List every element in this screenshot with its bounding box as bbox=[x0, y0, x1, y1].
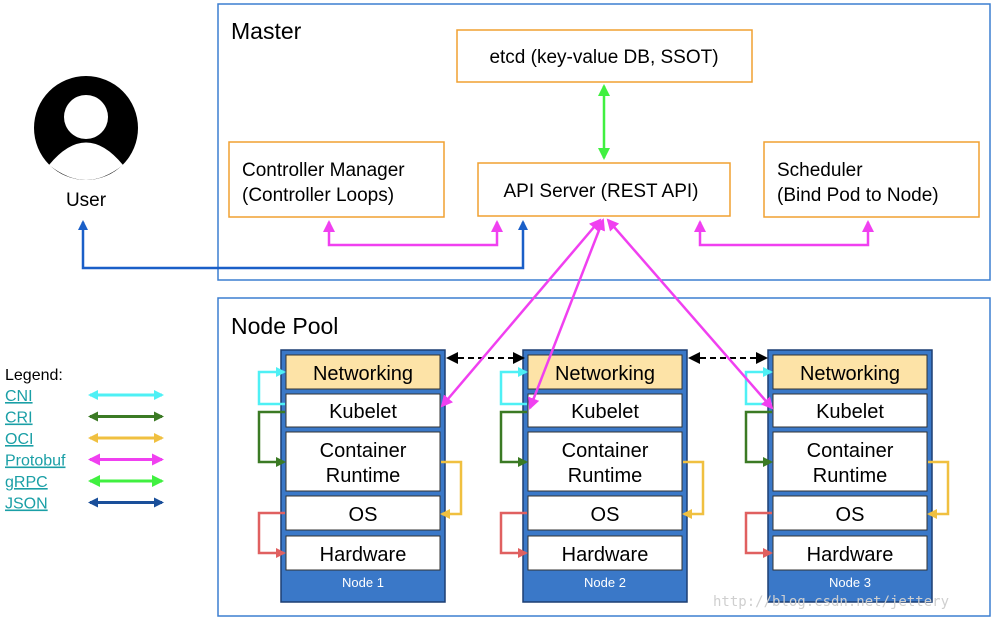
oci-arrow bbox=[440, 460, 463, 519]
hardware-box bbox=[285, 535, 441, 571]
scheduler-box: Scheduler (Bind Pod to Node) bbox=[763, 141, 980, 218]
container-runtime-sublabel: Runtime bbox=[813, 465, 887, 487]
watermark: http://blog.csdn.net/jettery bbox=[713, 594, 949, 610]
networking-box bbox=[285, 354, 441, 390]
kubelet-box bbox=[285, 393, 441, 428]
master-panel: Master etcd (key-value DB, SSOT) Control… bbox=[217, 3, 991, 281]
legend-item-protobuf[interactable]: Protobuf bbox=[5, 453, 66, 470]
legend-item-cni[interactable]: CNI bbox=[5, 388, 33, 405]
cni-arrow bbox=[257, 367, 286, 406]
kubelet-box bbox=[772, 393, 928, 428]
etcd-label: etcd (key-value DB, SSOT) bbox=[489, 47, 718, 68]
legend-item-grpc[interactable]: gRPC bbox=[5, 474, 48, 491]
oci-arrow bbox=[927, 460, 950, 519]
kubelet-label: Kubelet bbox=[571, 401, 639, 423]
cri-arrow bbox=[257, 410, 286, 467]
container-runtime-box bbox=[772, 431, 928, 492]
api-server-box: API Server (REST API) bbox=[477, 162, 731, 217]
api-kubelet3-arrow bbox=[606, 218, 774, 410]
hardware-label: Hardware bbox=[320, 544, 407, 566]
networking-label: Networking bbox=[800, 363, 900, 385]
os-label: OS bbox=[349, 504, 378, 526]
kubelet-label: Kubelet bbox=[329, 401, 397, 423]
controller-manager-sublabel: (Controller Loops) bbox=[242, 185, 394, 206]
controller-manager-box: Controller Manager (Controller Loops) bbox=[228, 141, 445, 218]
cri-arrow bbox=[744, 410, 773, 467]
api-kubelet2-arrow bbox=[528, 218, 605, 410]
hardware-box bbox=[527, 535, 683, 571]
container-runtime-label: Container bbox=[807, 440, 894, 462]
container-runtime-box bbox=[527, 431, 683, 492]
networking-label: Networking bbox=[555, 363, 655, 385]
networking-box bbox=[772, 354, 928, 390]
legend-item-json[interactable]: JSON bbox=[5, 496, 48, 513]
hardware-label: Hardware bbox=[562, 544, 649, 566]
os-hardware-arrow bbox=[257, 511, 286, 558]
os-label: OS bbox=[591, 504, 620, 526]
legend-title: Legend: bbox=[5, 367, 63, 384]
container-runtime-sublabel: Runtime bbox=[568, 465, 642, 487]
container-runtime-label: Container bbox=[320, 440, 407, 462]
os-box bbox=[772, 495, 928, 531]
cri-arrow bbox=[499, 410, 528, 467]
os-label: OS bbox=[836, 504, 865, 526]
node-name-label: Node 2 bbox=[584, 575, 626, 590]
legend-item-cri[interactable]: CRI bbox=[5, 410, 33, 427]
kubelet-label: Kubelet bbox=[816, 401, 884, 423]
node-name-label: Node 3 bbox=[829, 575, 871, 590]
legend-item-oci[interactable]: OCI bbox=[5, 431, 33, 448]
scheduler-label: Scheduler bbox=[777, 160, 863, 181]
legend: Legend: CNI CRI OCI Protobuf gRPC JSON bbox=[5, 367, 164, 513]
master-title: Master bbox=[231, 18, 302, 44]
etcd-box: etcd (key-value DB, SSOT) bbox=[456, 29, 753, 83]
scheduler-sublabel: (Bind Pod to Node) bbox=[777, 185, 939, 206]
node-name-label: Node 1 bbox=[342, 575, 384, 590]
os-hardware-arrow bbox=[744, 511, 773, 558]
hardware-box bbox=[772, 535, 928, 571]
oci-arrow bbox=[682, 460, 705, 519]
os-box bbox=[285, 495, 441, 531]
container-runtime-sublabel: Runtime bbox=[326, 465, 400, 487]
hardware-label: Hardware bbox=[807, 544, 894, 566]
node-pool-title: Node Pool bbox=[231, 313, 338, 339]
controller-manager-label: Controller Manager bbox=[242, 160, 405, 181]
user-avatar bbox=[34, 76, 138, 180]
user-label: User bbox=[66, 190, 107, 211]
networking-label: Networking bbox=[313, 363, 413, 385]
api-server-label: API Server (REST API) bbox=[504, 181, 699, 202]
container-runtime-box bbox=[285, 431, 441, 492]
os-box bbox=[527, 495, 683, 531]
container-runtime-label: Container bbox=[562, 440, 649, 462]
os-hardware-arrow bbox=[499, 511, 528, 558]
